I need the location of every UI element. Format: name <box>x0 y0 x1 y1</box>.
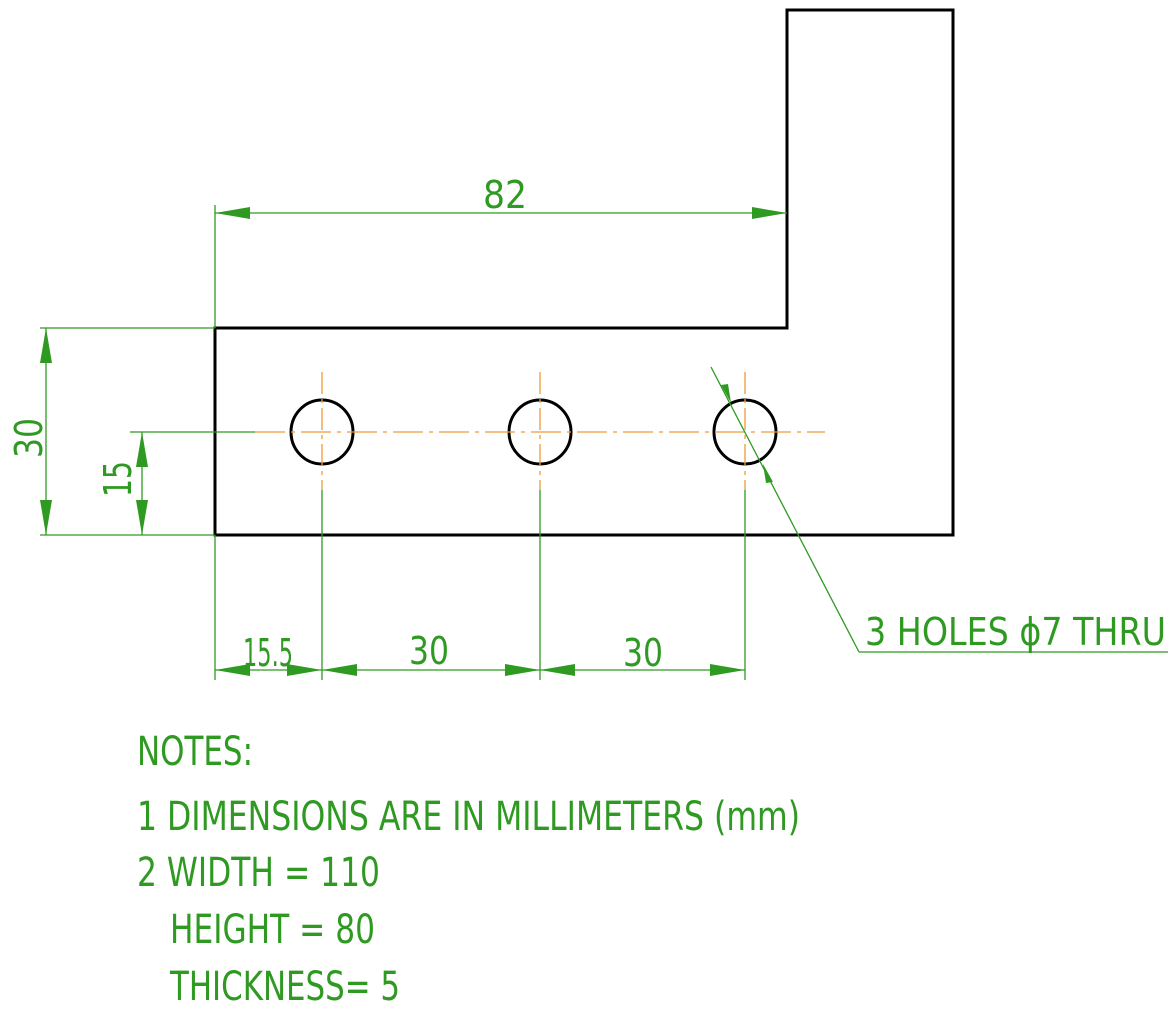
dimension-82: 82 <box>215 173 787 219</box>
dimension-30-vertical: 30 <box>7 328 52 535</box>
dimension-label: 82 <box>483 173 527 217</box>
hole-callout-leader: 3 HOLES ϕ7 THRU <box>710 366 1168 654</box>
dimension-30-spacing-2: 30 <box>540 631 745 676</box>
dimension-label: 15.5 <box>243 631 293 675</box>
dimension-label: 30 <box>7 418 51 458</box>
note-line: 1 DIMENSIONS ARE IN MILLIMETERS (mm) <box>137 794 800 840</box>
hole-callout-text: 3 HOLES ϕ7 THRU <box>865 610 1166 654</box>
note-line: HEIGHT = 80 <box>170 907 375 953</box>
notes-title: NOTES: <box>137 729 253 775</box>
dimension-15-5: 15.5 <box>215 631 322 676</box>
dimension-label: 15 <box>96 461 140 497</box>
centerlines <box>255 372 825 490</box>
note-line: 2 WIDTH = 110 <box>137 850 380 896</box>
dimension-15-vertical: 15 <box>96 432 148 535</box>
leader-arrow <box>721 384 731 403</box>
dimension-30-spacing-1: 30 <box>322 629 540 676</box>
part-outline <box>213 8 955 537</box>
notes: NOTES: 1 DIMENSIONS ARE IN MILLIMETERS (… <box>137 729 800 1010</box>
note-line: THICKNESS= 5 <box>169 964 400 1010</box>
leader-arrow <box>763 464 773 483</box>
extension-lines <box>40 205 746 680</box>
dimension-label: 30 <box>409 629 449 673</box>
dimension-label: 30 <box>623 631 663 675</box>
